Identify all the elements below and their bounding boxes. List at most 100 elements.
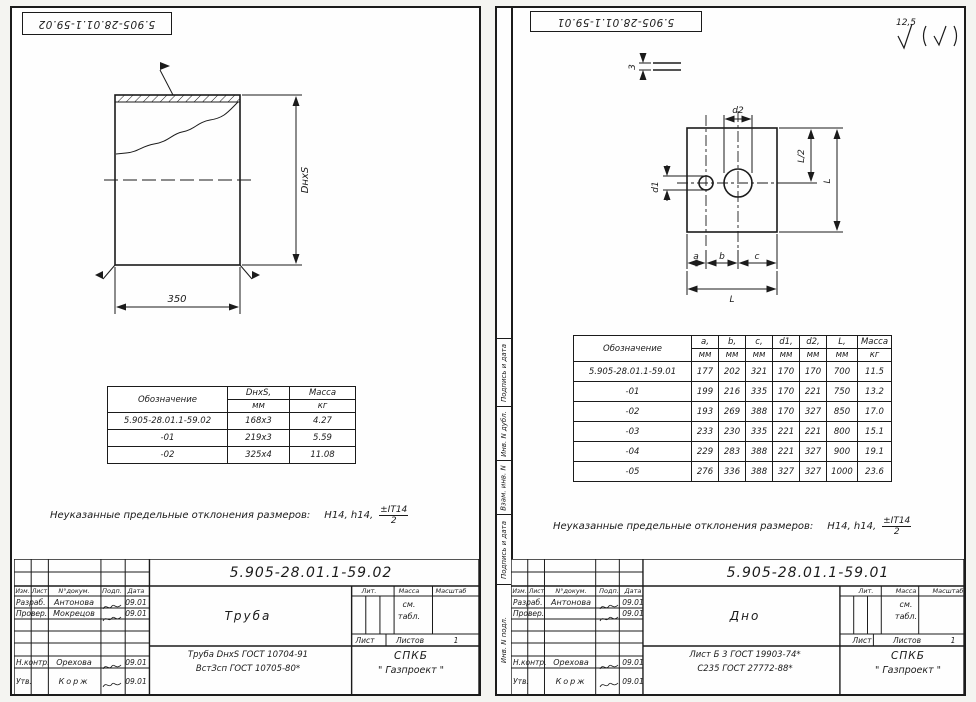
table-cell: 750 — [826, 381, 858, 402]
utv-label: Утв. — [16, 676, 32, 686]
header-d2-units: мм — [799, 348, 827, 362]
tolerance-fraction: ±IT14 2 — [379, 505, 409, 527]
sheet-plate: Подпись и дата Инв. N дубл. Взам. инв. N… — [495, 6, 966, 696]
col-ndoc: N°докум. — [555, 587, 587, 595]
material-line1: Лист Б 3 ГОСТ 19903-74* — [689, 650, 801, 660]
header-d1: d1, — [772, 335, 800, 349]
signature — [599, 609, 619, 622]
table-cell: 321 — [745, 361, 773, 382]
material-line2: С235 ГОСТ 27772-88* — [697, 663, 793, 674]
table-cell: 325x4 — [227, 446, 290, 464]
dim-label-l-half: L/2 — [797, 149, 807, 163]
table-cell: 1000 — [826, 461, 858, 482]
col-data: Дата — [624, 587, 642, 595]
razrab-name: Антонова — [551, 597, 591, 607]
table-cell: 388 — [745, 461, 773, 482]
table-cell: 327 — [799, 401, 827, 422]
table-cell: 276 — [691, 461, 719, 482]
part-name: Дно — [729, 609, 761, 623]
table-cell: 327 — [799, 461, 827, 482]
header-b-units: мм — [718, 348, 746, 362]
table-cell: 23.6 — [857, 461, 892, 482]
prover-label: Провер. — [16, 609, 48, 618]
header-c-units: мм — [745, 348, 773, 362]
table-head: Обозначение DнxS, Масса мм кг — [107, 386, 356, 413]
table-cell: 5.905-28.01.1-59.01 — [573, 361, 692, 382]
frame-margin-line — [511, 8, 513, 694]
margin-cell-podpis-1: Подпись и дата — [497, 338, 511, 406]
table-cell: 11.5 — [857, 361, 892, 382]
table-cell: 327 — [799, 441, 827, 462]
margin-cell-inv-podl: Инв. N подл. — [497, 584, 511, 694]
table-cell: 221 — [772, 441, 800, 462]
inventory-stamp: 5.905-28.01.1-59.02 — [22, 12, 172, 35]
header-designation: Обозначение — [573, 335, 692, 362]
tolerance-label: Неуказанные предельные отклонения размер… — [553, 521, 814, 533]
table-cell: 388 — [745, 441, 773, 462]
nkontr-label: Н.контр. — [513, 657, 547, 667]
list-label: Лист — [852, 635, 872, 645]
massa-value-2: табл. — [894, 611, 918, 621]
listov-label: Листов — [395, 635, 424, 645]
table-cell: 900 — [826, 441, 858, 462]
doc-number: 5.905-28.01.1-59.01 — [726, 564, 890, 581]
table-cell: 800 — [826, 421, 858, 442]
massa-value-1: см. — [402, 599, 416, 609]
tolerance-values: H14, h14, — [324, 510, 374, 522]
table-cell: 233 — [691, 421, 719, 442]
table-cell: 19.1 — [857, 441, 892, 462]
table-head: Обозначение a, b, c, d1, d2, L, Масса мм… — [573, 335, 892, 362]
nkontr-name: Орехова — [553, 657, 589, 667]
title-block-grid — [14, 559, 479, 694]
dim-label-l-bottom: L — [729, 295, 734, 305]
table-cell: 15.1 — [857, 421, 892, 442]
table-header-row2: мм мм мм мм мм мм кг — [574, 348, 892, 362]
signature — [102, 657, 122, 670]
header-dnxs-units: мм — [227, 399, 290, 413]
header-dnxs: DнxS, — [227, 386, 290, 400]
razrab-label: Разраб. — [513, 597, 543, 607]
table-cell: 170 — [772, 401, 800, 422]
massa-label: Масса — [895, 587, 917, 595]
dim-label-thickness: 3 — [628, 64, 638, 70]
pipe-drawing: DнxS 350 — [95, 62, 311, 314]
dim-label-d1: d1 — [651, 181, 661, 192]
table-cell: 335 — [745, 421, 773, 442]
fraction-bottom: 2 — [390, 516, 397, 527]
prover-name — [545, 608, 597, 619]
table-cell: 177 — [691, 361, 719, 382]
plate-drawing: 3 d2 d1 L/2 — [628, 53, 843, 305]
plate-parameters-table: Обозначение a, b, c, d1, d2, L, Масса мм… — [573, 335, 892, 482]
col-data: Дата — [127, 587, 145, 595]
utv-label: Утв. — [513, 676, 529, 686]
listov-value: 1 — [453, 635, 459, 645]
table-cell: 269 — [718, 401, 746, 422]
header-mass-units: кг — [857, 348, 892, 362]
utv-date: 09.01 — [125, 676, 147, 686]
margin-label: Инв. N подл. — [500, 616, 508, 663]
col-list: Лист — [528, 587, 545, 595]
list-label: Лист — [355, 635, 375, 645]
dim-label-c: c — [755, 252, 760, 262]
header-l: L, — [826, 335, 858, 349]
prover-label: Провер. — [513, 609, 545, 618]
table-cell: 5.905-28.01.1-59.02 — [107, 412, 228, 430]
title-block: 5.905-28.01.1-59.02 Изм. Лист N°докум. П… — [14, 559, 479, 694]
table-cell: 193 — [691, 401, 719, 422]
roughness-value: 12,5 — [896, 18, 916, 28]
part-name: Труба — [224, 609, 272, 623]
razrab-date: 09.01 — [622, 597, 644, 607]
col-izm: Изм. — [15, 587, 30, 595]
margin-label: Подпись и дата — [500, 343, 509, 402]
dimension-abc: a b c — [686, 234, 778, 269]
header-designation: Обозначение — [107, 386, 228, 413]
table-cell: 4.27 — [289, 412, 356, 430]
